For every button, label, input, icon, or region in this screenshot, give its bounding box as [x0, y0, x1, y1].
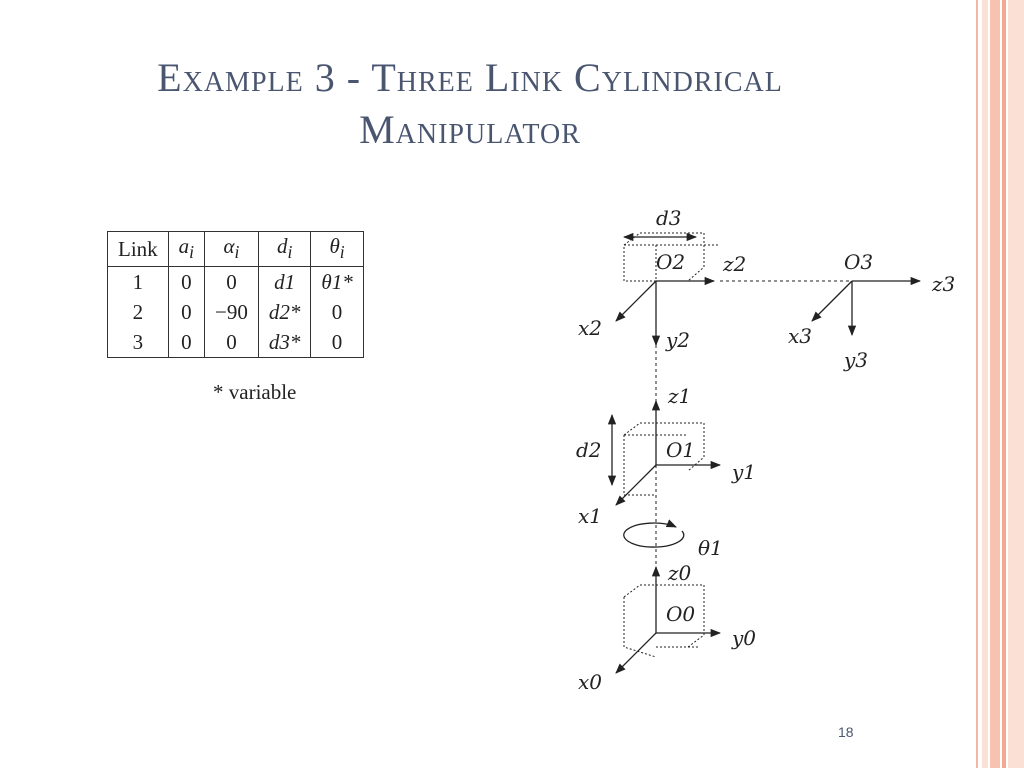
header-d: di	[257, 231, 312, 267]
stripe-1	[976, 0, 978, 768]
header-alpha: αi	[204, 231, 259, 267]
table-row: 1 0 0 d1 θ1*	[107, 266, 364, 297]
stripe-3	[990, 0, 1000, 768]
stripe-4	[1002, 0, 1006, 768]
cell: 0	[167, 266, 206, 297]
page-number: 18	[838, 724, 854, 740]
cell: 1	[107, 266, 169, 297]
label-x1: x1	[578, 504, 602, 528]
table-row: 3 0 0 d3* 0	[107, 327, 364, 358]
cell: 3	[107, 327, 169, 358]
frame-2	[615, 232, 852, 347]
stripe-2	[982, 0, 988, 768]
cell: d1	[257, 266, 312, 297]
label-y1: y1	[731, 460, 756, 484]
label-x3: x3	[788, 324, 812, 348]
table-header-row: Link ai αi di θi	[107, 231, 364, 267]
footnote-variable: * variable	[213, 380, 297, 404]
cell: 0	[167, 297, 206, 327]
label-O0: O0	[666, 602, 695, 626]
slide-title: Example 3 - Three Link Cylindrical Manip…	[40, 52, 900, 156]
cylindrical-manipulator-diagram: d3 O2 z2 O3 z3 x2 y2 x3 y3 z1 d2 O1 y1 x…	[576, 206, 955, 694]
header-theta: θi	[310, 231, 364, 267]
cell: θ1*	[310, 266, 364, 297]
header-link: Link	[107, 231, 169, 267]
label-O2: O2	[656, 250, 685, 274]
frame-1	[607, 399, 722, 506]
cell: 0	[310, 297, 364, 327]
cell: 0	[204, 327, 259, 358]
label-z3: z3	[931, 272, 955, 296]
label-d2: d2	[576, 438, 602, 462]
label-x2: x2	[578, 316, 602, 340]
label-z1: z1	[667, 384, 691, 408]
label-y2: y2	[665, 328, 690, 352]
title-line-2: Manipulator	[359, 107, 581, 152]
cell: d3*	[257, 327, 312, 358]
table-row: 2 0 −90 d2* 0	[107, 297, 364, 327]
dh-parameter-table: Link ai αi di θi 1 0 0 d1 θ1* 2 0 −90 d2…	[107, 231, 364, 358]
frame-3	[811, 276, 922, 337]
stripe-5	[1008, 0, 1024, 768]
cell: 2	[107, 297, 169, 327]
cell: d2*	[257, 297, 312, 327]
label-O3: O3	[844, 250, 873, 274]
label-y3: y3	[843, 348, 868, 372]
header-a: ai	[167, 231, 206, 267]
label-z0: z0	[667, 561, 692, 585]
cell: 0	[310, 327, 364, 358]
label-x0: x0	[578, 670, 602, 694]
label-y0: y0	[731, 626, 756, 650]
rotation-arrow	[623, 519, 685, 548]
title-line-1: Example 3 - Three Link Cylindrical	[157, 55, 783, 100]
label-O1: O1	[666, 438, 695, 462]
frame-0	[615, 565, 722, 674]
label-d3: d3	[656, 206, 682, 230]
cell: −90	[204, 297, 259, 327]
label-z2: z2	[722, 252, 746, 276]
cell: 0	[167, 327, 206, 358]
label-theta1: θ1	[698, 536, 723, 560]
cell: 0	[204, 266, 259, 297]
